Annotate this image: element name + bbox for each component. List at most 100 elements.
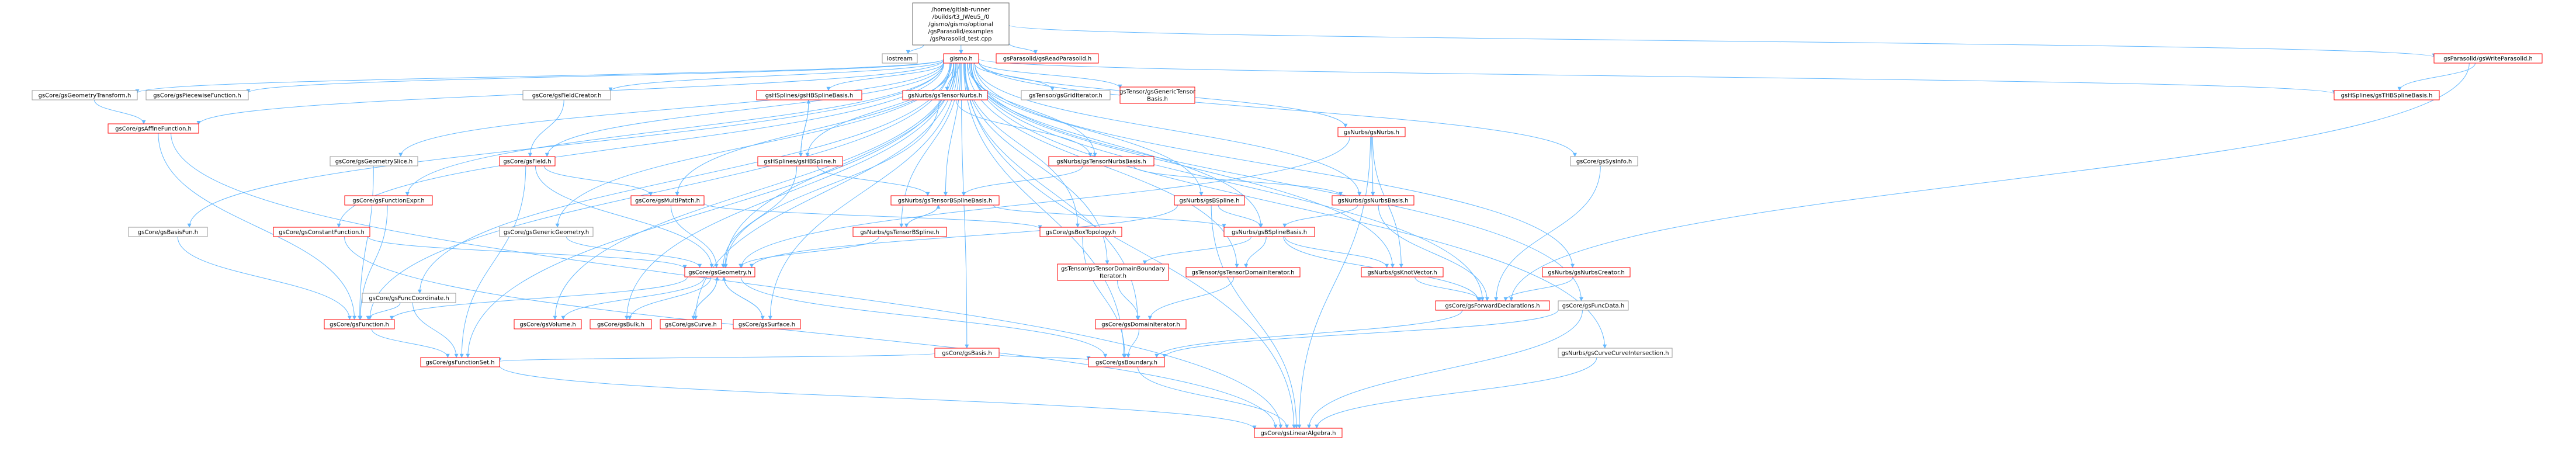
edge-gismo_h-to-fwddecl: [970, 63, 1485, 301]
node-geometry_h-box: [684, 267, 755, 277]
edge-funcdata-to-linalg: [1307, 310, 1583, 429]
node-genericgeom-box: [499, 227, 594, 237]
edge-basis_h-to-funcset: [498, 353, 935, 362]
edge-gismo_h-to-piecewise: [246, 58, 944, 93]
node-bulk_h[interactable]: gsCore/gsBulk.h: [590, 319, 652, 329]
node-gismo_h-box: [943, 53, 979, 64]
node-griditer-label-0: gsTensor/gsGridIterator.h: [1029, 92, 1102, 99]
node-hbspline-label-0: gsHSplines/gsHBSpline.h: [764, 158, 836, 165]
node-nurbsbasis-box: [1332, 195, 1414, 206]
edge-writepara-to-fwddecl: [1509, 63, 2470, 301]
node-multipatch[interactable]: gsCore/gsMultiPatch.h: [630, 195, 705, 206]
edge-bspline_h-to-geometry_h: [750, 204, 1178, 268]
node-curve_h-label-0: gsCore/gsCurve.h: [665, 321, 717, 328]
edge-hbspline-to-tensorbsbasis: [817, 165, 930, 196]
node-curve_h[interactable]: gsCore/gsCurve.h: [660, 319, 722, 329]
edge-gismo_h-to-knotvec: [970, 63, 1395, 268]
node-linalg[interactable]: gsCore/gsLinearAlgebra.h: [1254, 428, 1343, 438]
node-surface_h[interactable]: gsCore/gsSurface.h: [733, 319, 801, 329]
node-boxtopo-label-0: gsCore/gsBoxTopology.h: [1046, 229, 1116, 235]
node-hbspline[interactable]: gsHSplines/gsHBSpline.h: [757, 156, 843, 166]
node-tdbiter[interactable]: gsTensor/gsTensorDomainBoundaryIterator.…: [1057, 263, 1169, 281]
node-gismo_h[interactable]: gismo.h: [943, 53, 979, 64]
node-nurbscreator-label-0: gsNurbs/gsNurbsCreator.h: [1548, 269, 1624, 276]
node-tensorbsbasis[interactable]: gsNurbs/gsTensorBSplineBasis.h: [890, 195, 1000, 206]
node-constfunc[interactable]: gsCore/gsConstantFunction.h: [273, 227, 370, 237]
node-funccoord-box: [362, 293, 456, 303]
node-fieldcreator-box: [522, 90, 611, 100]
node-readpara[interactable]: gsParasolid/gsReadParasolid.h: [996, 53, 1099, 64]
node-constfunc-label-0: gsCore/gsConstantFunction.h: [279, 229, 365, 235]
node-thbbasis[interactable]: gsHSplines/gsTHBSplineBasis.h: [2334, 90, 2440, 100]
edge-nurbs_h-to-linalg: [1297, 136, 1371, 429]
node-sysinfo-box: [1570, 156, 1638, 166]
node-nurbsbasis[interactable]: gsNurbs/gsNurbsBasis.h: [1332, 195, 1414, 206]
node-domainiter[interactable]: gsCore/gsDomainIterator.h: [1095, 319, 1187, 329]
node-funcexpr[interactable]: gsCore/gsFunctionExpr.h: [344, 195, 433, 206]
node-basis_h[interactable]: gsCore/gsBasis.h: [934, 348, 1000, 358]
edge-boxtopo-to-boundary_h: [1082, 236, 1127, 358]
edge-funcset-to-linalg: [499, 365, 1257, 430]
node-curve_h-box: [660, 319, 722, 329]
node-geometry_h[interactable]: gsCore/gsGeometry.h: [684, 267, 755, 277]
node-linalg-label-0: gsCore/gsLinearAlgebra.h: [1261, 430, 1336, 436]
edge-gismo_h-to-geomslice: [398, 61, 944, 157]
node-funcset[interactable]: gsCore/gsFunctionSet.h: [420, 357, 500, 367]
edge-gismo_h-to-funcset: [466, 63, 954, 358]
edge-fieldcreator-to-field_h: [528, 99, 564, 157]
node-tditer[interactable]: gsTensor/gsTensorDomainIterator.h: [1185, 267, 1301, 277]
edge-nurbscreator-to-fwddecl: [1503, 276, 1573, 301]
edge-field_h-to-funcset: [459, 165, 526, 358]
node-tensornurbs-box: [902, 90, 988, 100]
node-function_h-label-0: gsCore/gsFunction.h: [330, 321, 389, 328]
node-field_h[interactable]: gsCore/gsField.h: [499, 156, 556, 166]
node-boxtopo[interactable]: gsCore/gsBoxTopology.h: [1039, 227, 1122, 237]
node-nurbscreator[interactable]: gsNurbs/gsNurbsCreator.h: [1542, 267, 1631, 277]
node-funcdata-box: [1558, 300, 1629, 311]
edge-tditer-to-domainiter: [1147, 276, 1235, 320]
node-basisfun: gsCore/gsBasisFun.h: [128, 227, 208, 237]
edge-tensorbsbasis-to-bsbasis: [993, 204, 1226, 228]
node-hbsbasis[interactable]: gsHSplines/gsHBSplineBasis.h: [756, 90, 862, 100]
node-boundary_h[interactable]: gsCore/gsBoundary.h: [1088, 357, 1165, 367]
node-affine[interactable]: gsCore/gsAffineFunction.h: [108, 123, 199, 134]
node-tensorbsbasis-box: [890, 195, 1000, 206]
node-function_h[interactable]: gsCore/gsFunction.h: [324, 319, 395, 329]
node-curvecurve: gsNurbs/gsCurveCurveIntersection.h: [1558, 348, 1673, 358]
node-bspline_h[interactable]: gsNurbs/gsBSpline.h: [1174, 195, 1245, 206]
node-funccoord-label-0: gsCore/gsFuncCoordinate.h: [369, 295, 449, 301]
edge-gismo_h-to-bspline_h: [969, 63, 1204, 196]
edge-funcexpr-to-function_h: [358, 204, 388, 320]
edge-multipatch-to-geometry_h: [670, 204, 719, 268]
node-tensorbspline[interactable]: gsNurbs/gsTensorBSpline.h: [852, 227, 947, 237]
node-piecewise-box: [145, 90, 249, 100]
node-fwddecl[interactable]: gsCore/gsForwardDeclarations.h: [1435, 300, 1550, 311]
node-knotvec-label-0: gsNurbs/gsKnotVector.h: [1367, 269, 1437, 276]
node-geomtrans: gsCore/gsGeometryTransform.h: [32, 90, 138, 100]
edge-genericgeom-to-geometry_h: [566, 236, 702, 268]
node-bsbasis[interactable]: gsNurbs/gsBSplineBasis.h: [1223, 227, 1315, 237]
node-root-label-3: /gsParasolid/examples: [928, 29, 994, 35]
edge-root-to-readpara: [1008, 43, 1038, 54]
node-tditer-box: [1185, 267, 1301, 277]
node-tensornurbsbasis[interactable]: gsNurbs/gsTensorNurbsBasis.h: [1048, 156, 1154, 166]
node-geometry_h-label-0: gsCore/gsGeometry.h: [688, 269, 751, 276]
node-tensornurbs[interactable]: gsNurbs/gsTensorNurbs.h: [902, 90, 988, 100]
node-writepara[interactable]: gsParasolid/gsWriteParasolid.h: [2433, 53, 2543, 64]
node-bspline_h-label-0: gsNurbs/gsBSpline.h: [1180, 197, 1240, 204]
edge-gismo_h-to-fieldcreator: [608, 60, 944, 92]
node-bulk_h-label-0: gsCore/gsBulk.h: [597, 321, 644, 328]
node-hbsbasis-box: [756, 90, 862, 100]
node-knotvec[interactable]: gsNurbs/gsKnotVector.h: [1361, 267, 1444, 277]
node-root-label-0: /home/gitlab-runner: [931, 6, 990, 13]
node-linalg-box: [1254, 428, 1343, 438]
node-nurbs_h[interactable]: gsNurbs/gsNurbs.h: [1337, 127, 1406, 137]
node-volume_h[interactable]: gsCore/gsVolume.h: [514, 319, 582, 329]
edge-tensornurbs-to-tensornurbsbasis: [955, 99, 1093, 157]
edge-constfunc-to-geometry_h: [367, 236, 687, 269]
node-curvecurve-label-0: gsNurbs/gsCurveCurveIntersection.h: [1562, 350, 1669, 356]
node-tensorbsbasis-label-0: gsNurbs/gsTensorBSplineBasis.h: [898, 197, 992, 204]
node-root-box: [912, 2, 1010, 46]
edge-gismo_h-to-nurbsbasis: [974, 63, 1362, 196]
